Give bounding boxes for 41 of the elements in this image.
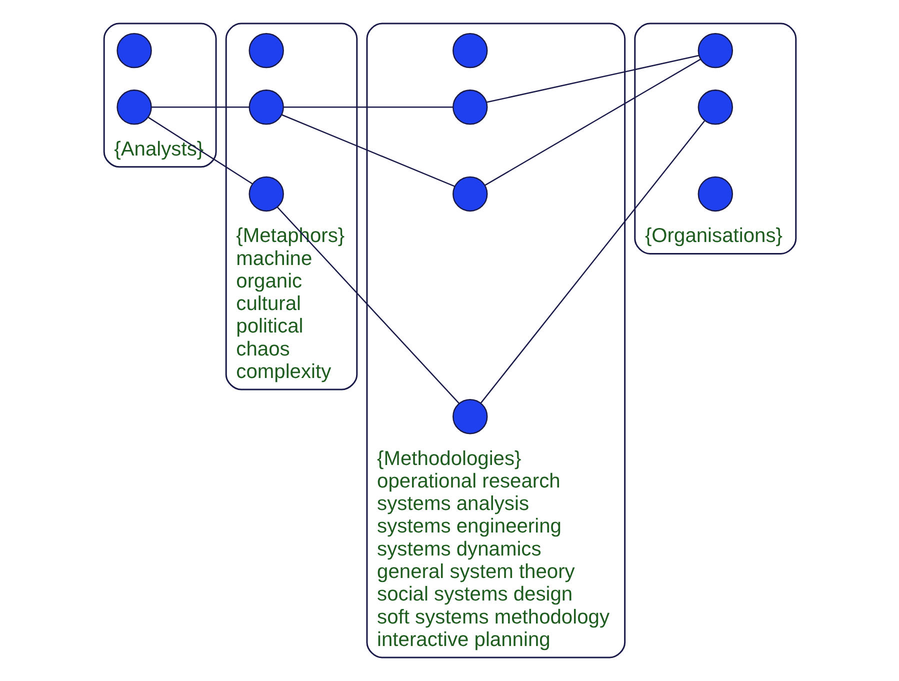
node-label: machine (236, 248, 312, 270)
node-circle (248, 32, 284, 68)
node-label: complexity (236, 360, 331, 383)
connector (486, 54, 699, 103)
node-circle (116, 32, 152, 68)
node-circle (697, 90, 733, 125)
node-label: general system theory (376, 560, 574, 583)
node-circle (248, 176, 284, 212)
connector (148, 116, 252, 184)
node-label: chaos (236, 338, 290, 360)
connector (480, 120, 705, 404)
node-label: {Analysts} (114, 138, 204, 160)
connector (150, 106, 249, 108)
node-label: soft systems methodology (376, 606, 610, 628)
node-circle (452, 90, 488, 125)
node-circle (452, 176, 488, 212)
cluster (634, 22, 796, 254)
node-circle (697, 32, 733, 68)
node-label: political (236, 316, 303, 338)
connector (282, 106, 452, 108)
node-circle (452, 399, 488, 434)
node-label: interactive planning (376, 628, 550, 651)
node-label: systems analysis (376, 493, 529, 516)
node-circle (452, 32, 488, 68)
cluster (224, 22, 358, 390)
cluster (366, 22, 626, 658)
node-label: operational research (376, 470, 560, 492)
node-circle (697, 176, 733, 212)
node-label: organic (236, 270, 302, 292)
node-label: systems dynamics (376, 538, 541, 560)
node-label: systems engineering (376, 516, 561, 538)
connector (280, 114, 454, 187)
cluster (102, 22, 216, 168)
connector (484, 58, 700, 186)
node-label: social systems design (376, 584, 572, 606)
node-label: {Methodologies} (376, 448, 521, 470)
node-circle (248, 90, 284, 125)
connector (276, 206, 460, 404)
node-label: cultural (236, 293, 300, 316)
node-circle (116, 90, 152, 125)
node-label: {Organisations} (644, 225, 782, 248)
